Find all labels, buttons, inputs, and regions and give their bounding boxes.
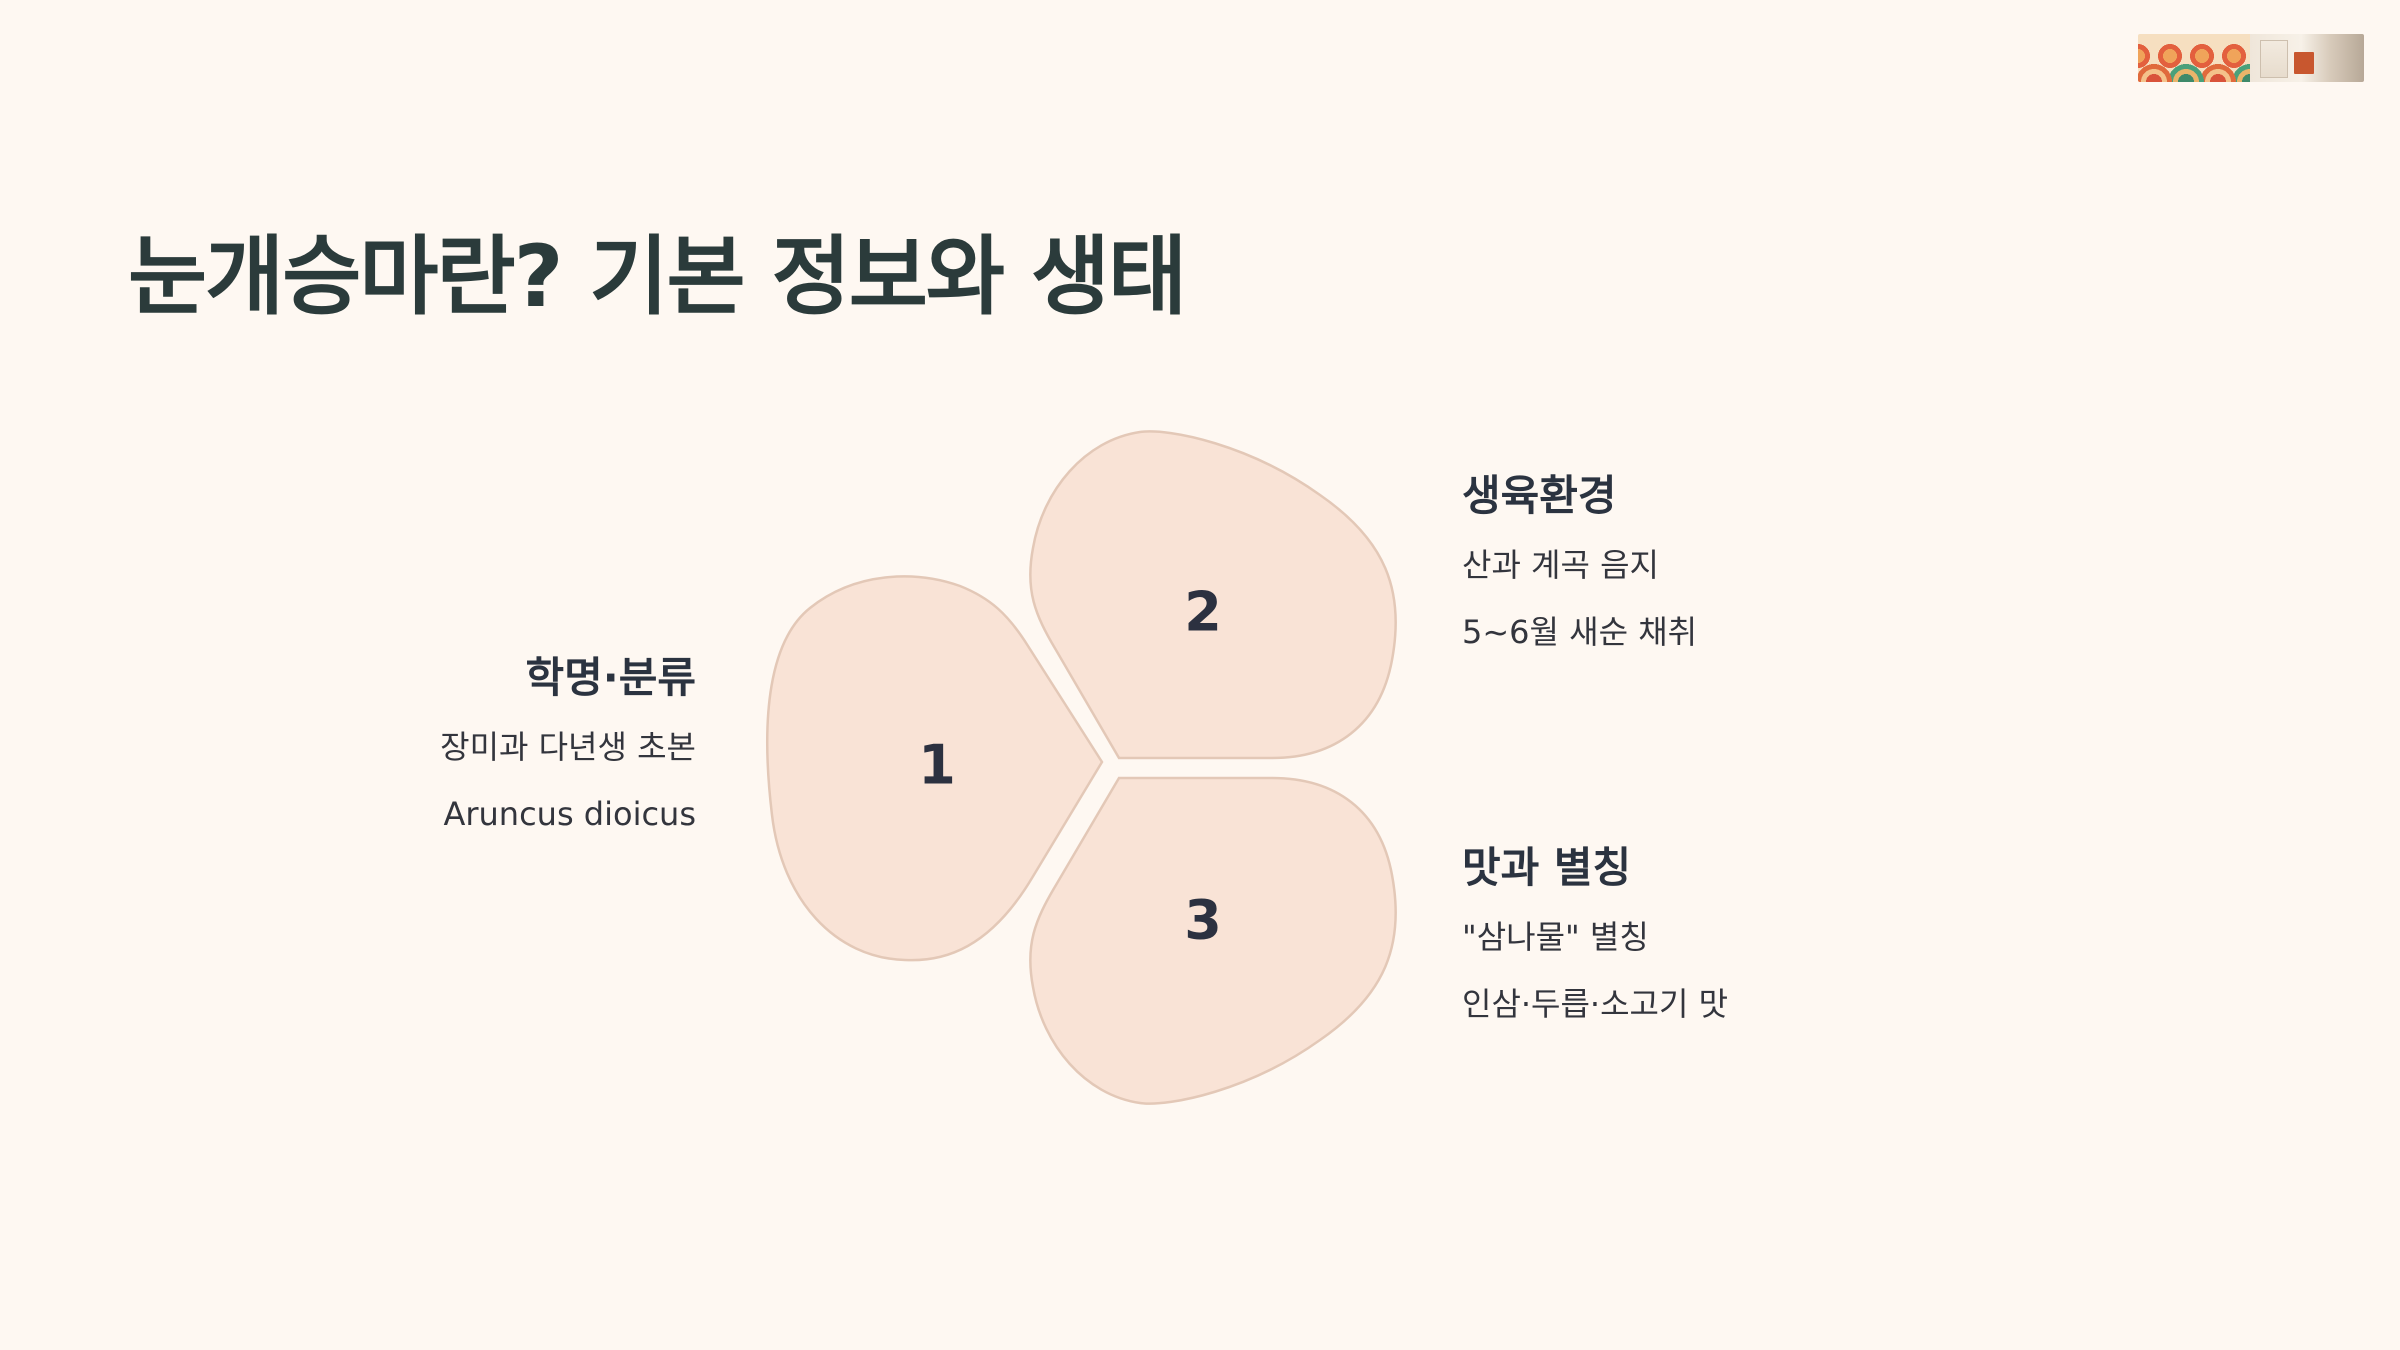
logo-pattern [2138,34,2250,82]
info-block-classification: 학명·분류 장미과 다년생 초본 Aruncus dioicus [440,652,696,862]
petal-3-number: 3 [1184,889,1222,952]
page-title: 눈개승마란? 기본 정보와 생태 [128,227,1187,327]
habitat-heading: 생육환경 [1462,471,1617,520]
taste-line-1: "삼나물" 별칭 [1462,917,1649,956]
petal-1-number: 1 [918,734,956,797]
petal-2: 2 [1029,430,1397,760]
habitat-line-2: 5~6월 새순 채취 [1462,613,1698,652]
taste-heading: 맛과 별칭 [1462,843,1632,892]
taste-line-2: 인삼·두릅·소고기 맛 [1462,985,1729,1024]
info-block-habitat: 생육환경 산과 계곡 음지 5~6월 새순 채취 [1462,470,1697,680]
logo-product-box [2250,34,2364,82]
habitat-line-1: 산과 계곡 음지 [1462,545,1659,584]
petal-3: 3 [1029,776,1397,1105]
petal-2-shape [1029,430,1397,760]
petal-2-number: 2 [1184,581,1222,644]
info-block-taste: 맛과 별칭 "삼나물" 별칭 인삼·두릅·소고기 맛 [1462,842,1728,1052]
classification-line-1: 장미과 다년생 초본 [440,727,696,766]
petal-3-shape [1029,776,1397,1105]
classification-heading: 학명·분류 [525,653,696,702]
petal-1-shape [766,575,1104,962]
petal-1: 1 [766,575,1104,962]
classification-line-2: Aruncus dioicus [443,795,696,834]
brand-logo-image [2138,34,2364,82]
